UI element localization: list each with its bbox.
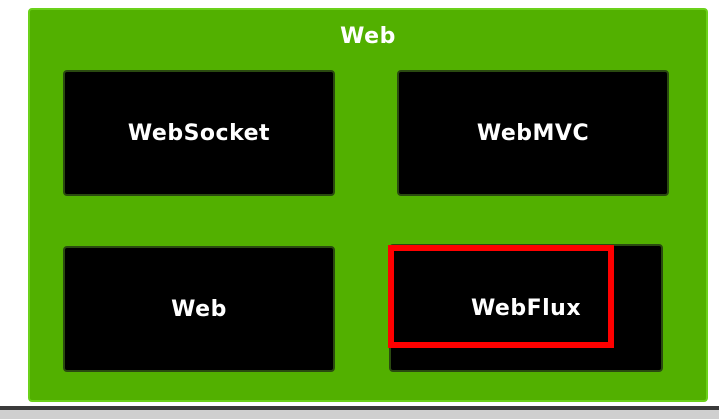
module-web: Web (63, 246, 335, 372)
bottom-edge-bar (0, 406, 719, 419)
module-webflux-label: WebFlux (470, 295, 582, 321)
module-webmvc: WebMVC (397, 70, 669, 196)
web-layer-container: Web WebSocket WebMVC Web WebFlux (28, 8, 708, 402)
module-websocket-label: WebSocket (127, 120, 271, 146)
module-websocket: WebSocket (63, 70, 335, 196)
module-web-label: Web (171, 296, 227, 322)
module-webmvc-label: WebMVC (476, 120, 590, 146)
module-webflux: WebFlux (389, 244, 663, 372)
container-title: Web (340, 24, 396, 49)
